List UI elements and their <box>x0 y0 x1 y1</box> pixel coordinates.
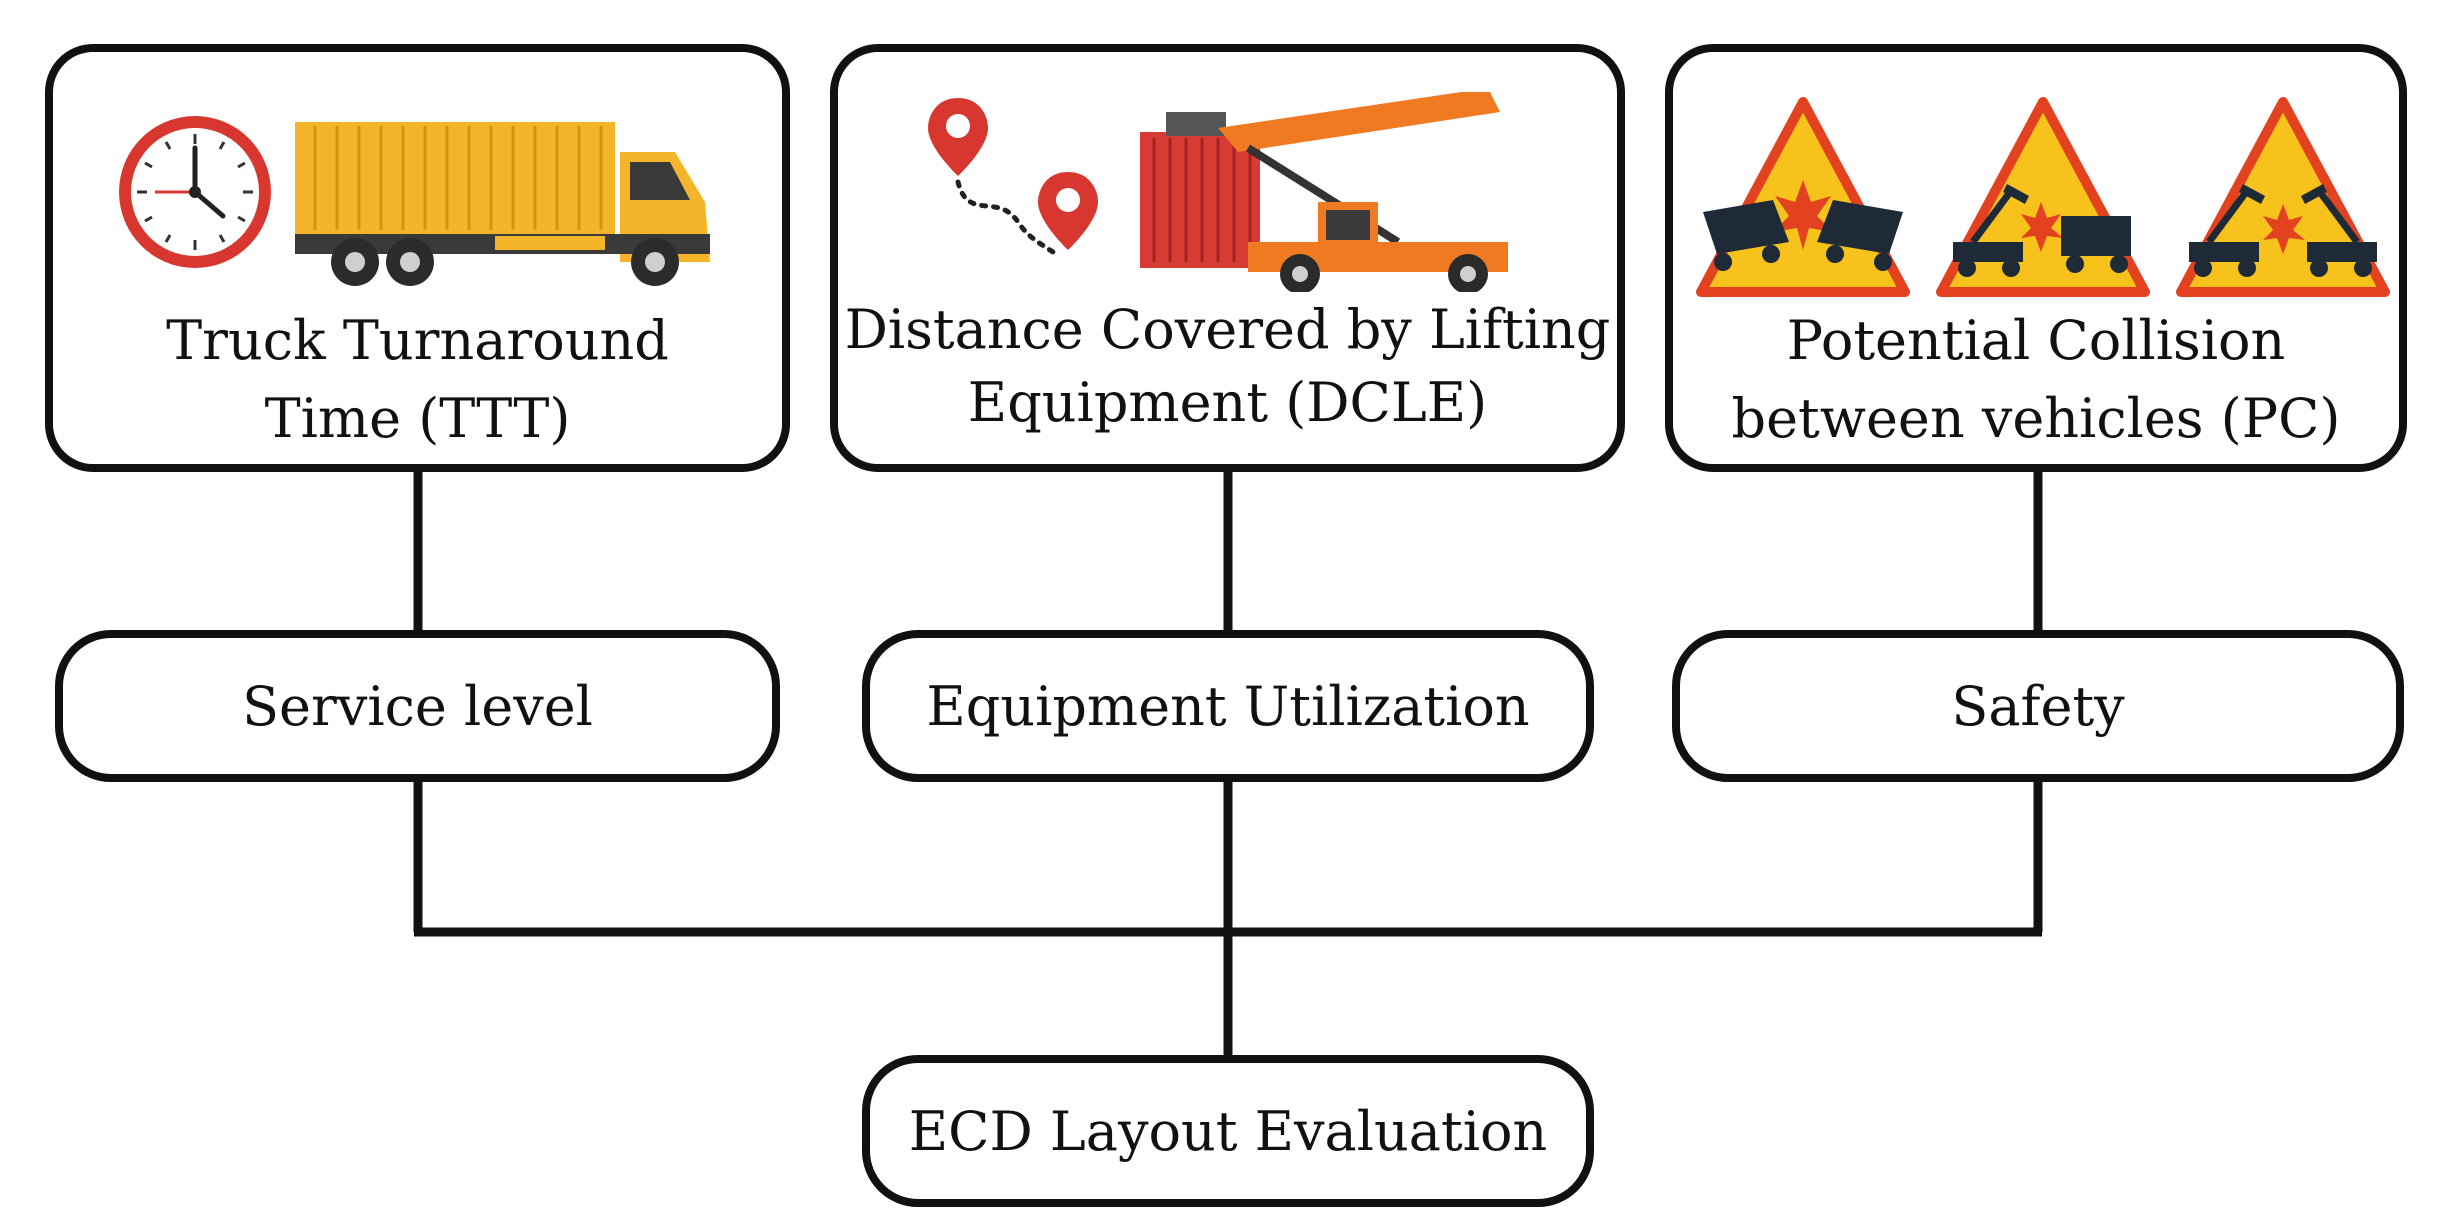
criterion-safety: Safety <box>1672 630 2404 782</box>
metric-label-line2: Time (TTT) <box>264 387 571 451</box>
criterion-service-level: Service level <box>55 630 780 782</box>
stacker-truck-collision-warning-icon <box>1936 97 2150 297</box>
metric-box-dcle: Distance Covered by Lifting Equipment (D… <box>830 44 1625 472</box>
metric-label-ttt: Truck Turnaround Time (TTT) <box>53 302 782 459</box>
metric-label-dcle: Distance Covered by Lifting Equipment (D… <box>838 294 1617 440</box>
criterion-label: Service level <box>242 674 593 738</box>
goal-ecd-layout-evaluation: ECD Layout Evaluation <box>862 1055 1594 1207</box>
criterion-equipment-utilization: Equipment Utilization <box>862 630 1594 782</box>
goal-label: ECD Layout Evaluation <box>908 1099 1548 1163</box>
metric-label-line1: Potential Collision <box>1786 309 2286 372</box>
stacker-collision-warning-icon <box>2176 97 2390 297</box>
location-pin-icon <box>928 98 1098 255</box>
clock-icon <box>119 116 271 268</box>
metric-label-line2: between vehicles (PC) <box>1731 387 2341 451</box>
metric-label-line1: Truck Turnaround <box>166 309 669 372</box>
metric-label-line1: Distance Covered by Lifting <box>844 298 1611 361</box>
clock-truck-icons <box>119 116 710 286</box>
reach-stacker-icon <box>1140 92 1508 292</box>
metric-label-line2: Equipment (DCLE) <box>967 370 1488 434</box>
collision-warning-icons <box>1696 97 2390 297</box>
metric-box-pc: Potential Collision between vehicles (PC… <box>1665 44 2407 472</box>
criterion-label: Equipment Utilization <box>926 674 1530 738</box>
criterion-label: Safety <box>1951 674 2125 738</box>
metric-box-ttt: Truck Turnaround Time (TTT) <box>45 44 790 472</box>
truck-collision-warning-icon <box>1696 97 1910 297</box>
route-stacker-icons <box>928 92 1508 292</box>
metric-label-pc: Potential Collision between vehicles (PC… <box>1673 302 2399 459</box>
truck-icon <box>295 122 710 286</box>
